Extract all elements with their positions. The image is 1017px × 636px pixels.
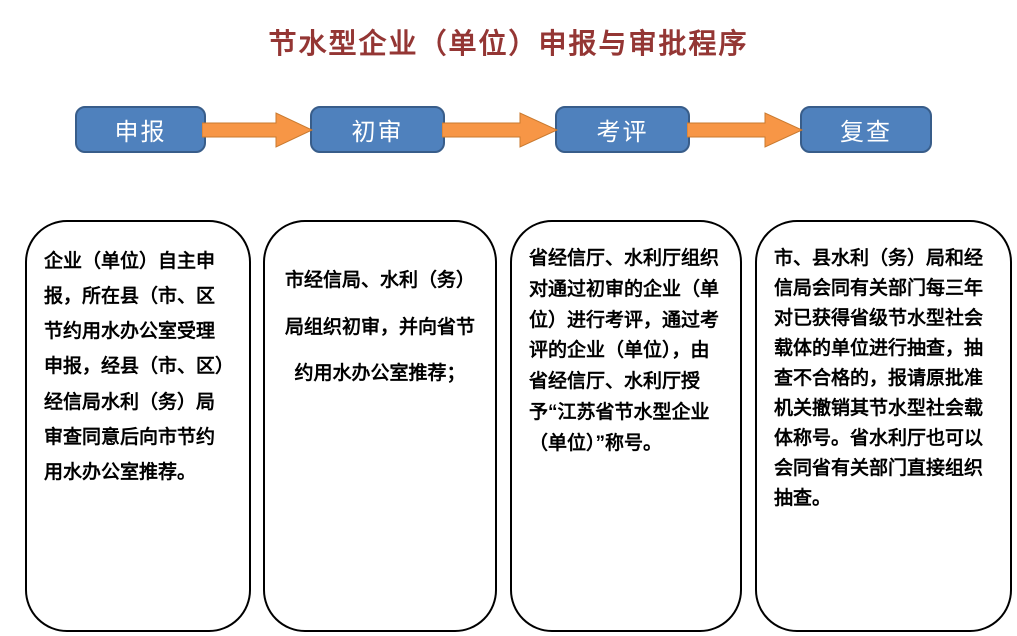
page-title: 节水型企业（单位）申报与审批程序 [268,28,749,59]
arrow-right-icon [202,112,314,148]
step-label: 申报 [114,119,167,146]
detail-text: 企业（单位）自主申报，所在县（市、区节约用水办公室受理申报，经县（市、区）经信局… [44,251,225,483]
step-box-evaluation: 考评 [555,106,690,153]
arrow-right-icon [687,112,804,148]
step-box-recheck: 复查 [800,106,932,153]
step-label: 考评 [596,119,649,146]
detail-text: 市经信局、水利（务）局组织初审，并向省节约用水办公室推荐； [284,270,475,385]
detail-text: 省经信厅、水利厅组织对通过初审的企业（单位）进行考评，通过考评的企业（单位），由… [529,248,720,454]
step-box-preliminary-review: 初审 [310,106,445,153]
step-label: 初审 [351,119,404,146]
arrow-right-icon [442,112,559,148]
detail-box-evaluation: 省经信厅、水利厅组织对通过初审的企业（单位）进行考评，通过考评的企业（单位），由… [510,220,742,632]
detail-box-preliminary-review: 市经信局、水利（务）局组织初审，并向省节约用水办公室推荐； [263,220,497,632]
step-label: 复查 [840,119,892,146]
detail-box-recheck: 市、县水利（务）局和经信局会同有关部门每三年对已获得省级节水型社会载体的单位进行… [755,220,1012,632]
step-box-application: 申报 [75,106,206,153]
detail-text: 市、县水利（务）局和经信局会同有关部门每三年对已获得省级节水型社会载体的单位进行… [774,248,984,510]
detail-box-application: 企业（单位）自主申报，所在县（市、区节约用水办公室受理申报，经县（市、区）经信局… [25,220,251,632]
